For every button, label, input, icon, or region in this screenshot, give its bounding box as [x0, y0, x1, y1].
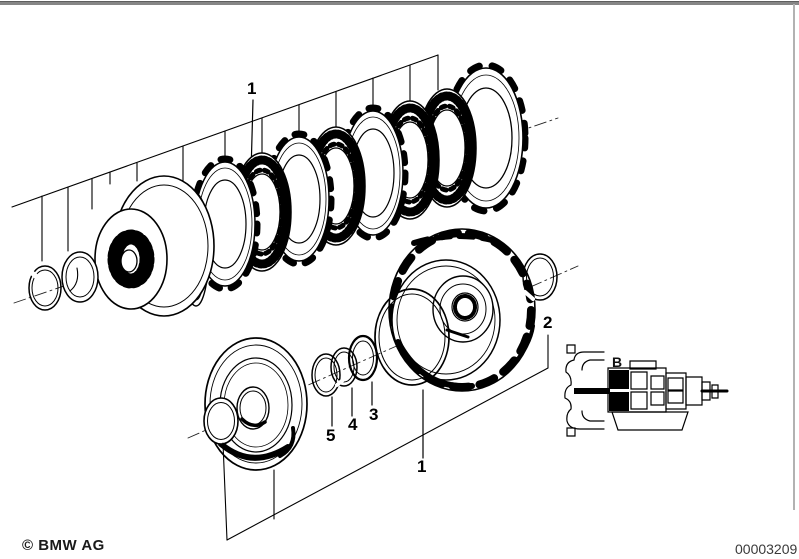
diaphragm-spring: [95, 209, 167, 309]
clutch-b-highlight: [574, 370, 629, 411]
snap-ring-small-left: [29, 266, 61, 310]
right-border-line: [793, 4, 795, 510]
snap-ring-5: [312, 354, 343, 396]
callout-ring: 4: [348, 415, 358, 434]
copyright-text: © BMW AG: [22, 537, 105, 554]
callout-oring: 3: [369, 405, 379, 424]
drum-group-bracket: [223, 335, 548, 540]
transmission-schematic: [565, 345, 727, 436]
top-border-line: [0, 1, 799, 5]
piston-front-ring: [204, 398, 238, 444]
clutch-drum: [389, 229, 535, 391]
cushion-washer: [62, 252, 98, 302]
image-number: 00003209: [735, 541, 798, 557]
snap-ring-2: [523, 254, 557, 300]
callout-plate-group: 1: [247, 79, 257, 98]
callout-snap-ring: 2: [543, 313, 553, 332]
callout-drum-group: 1: [417, 457, 427, 476]
callout-small-snap-ring: 5: [326, 426, 336, 445]
ring-4: [331, 348, 357, 386]
large-oring: [375, 289, 449, 385]
schematic-clutch-b-label: B: [612, 354, 623, 370]
